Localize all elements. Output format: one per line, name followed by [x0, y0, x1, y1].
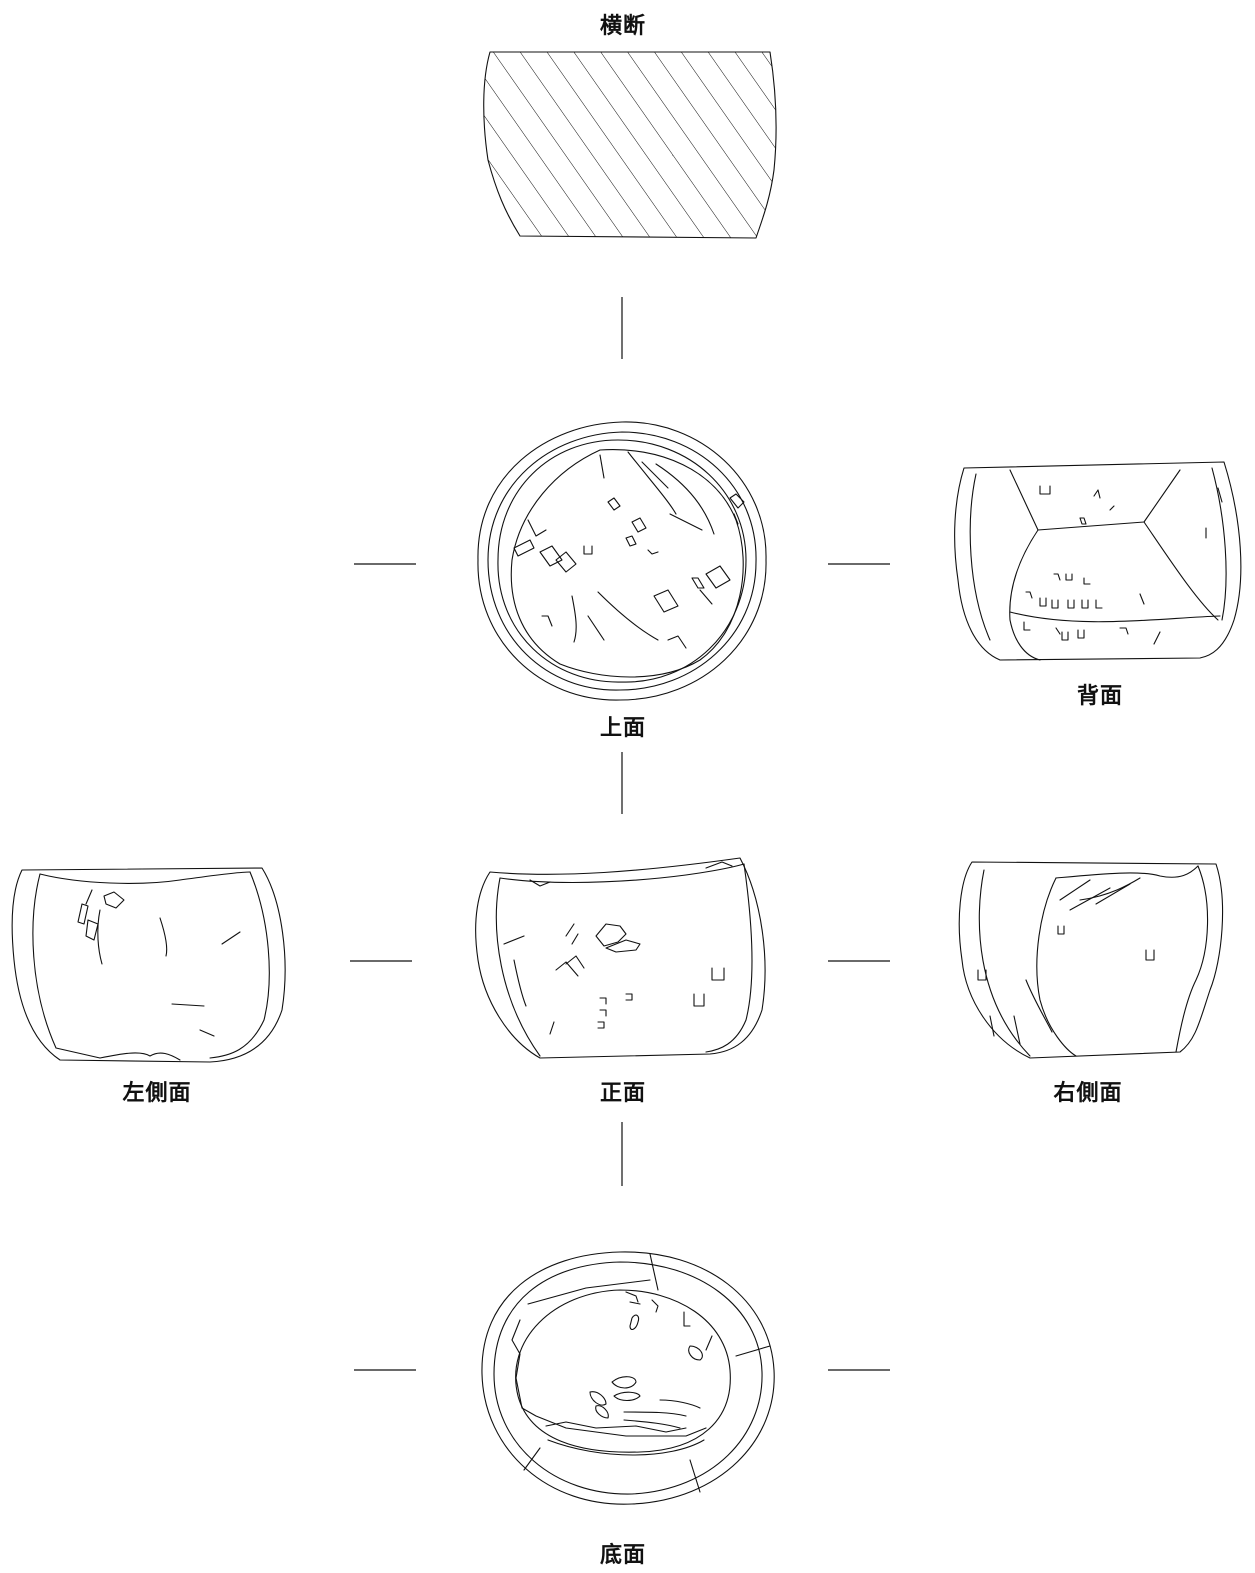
label-top-view: 上面 — [599, 716, 646, 741]
right-side-view — [958, 861, 1224, 1059]
top-view — [477, 421, 767, 701]
label-left-side-view: 左側面 — [122, 1081, 192, 1106]
cross-section-view — [483, 51, 777, 239]
label-cross-section: 横断 — [599, 14, 646, 39]
orientation-lines — [350, 297, 890, 1371]
left-side-view — [11, 867, 286, 1063]
front-view — [475, 857, 766, 1059]
label-back-view: 背面 — [1076, 684, 1123, 709]
back-view — [954, 461, 1242, 661]
label-front-view: 正面 — [599, 1081, 646, 1106]
label-bottom-view: 底面 — [599, 1543, 646, 1568]
label-right-side-view: 右側面 — [1053, 1081, 1123, 1106]
bottom-view — [481, 1251, 775, 1505]
